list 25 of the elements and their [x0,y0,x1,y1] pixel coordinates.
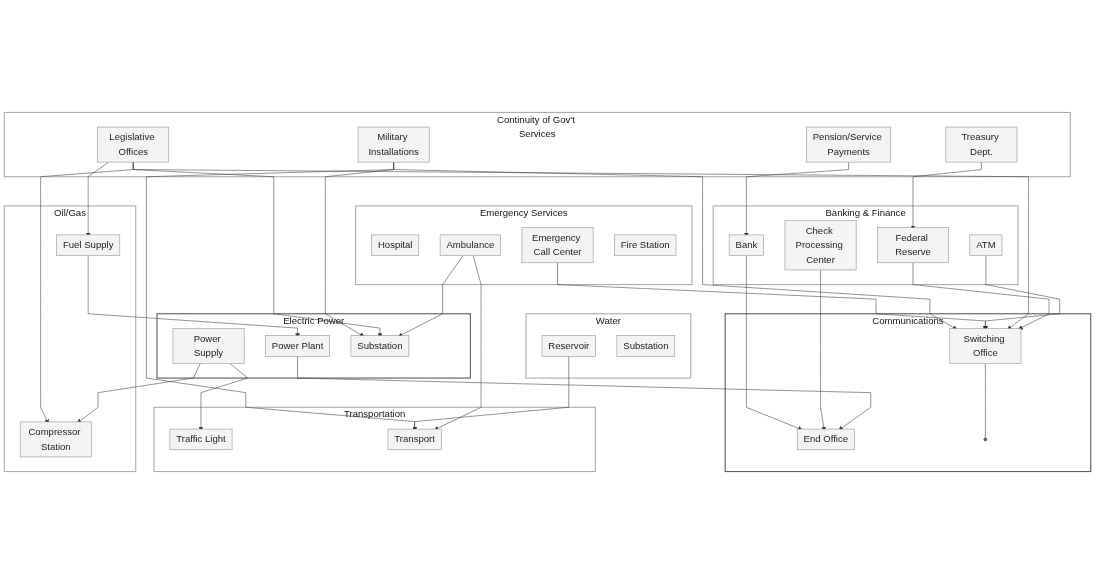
node-box: Treasury Dept. [945,126,1018,163]
node-box: Substation [350,335,410,357]
node-box: Federal Reserve [877,227,949,264]
node-box: Substation [616,335,676,357]
node-box: Pension/Service Payments [806,126,892,163]
node-box: Military Installations [357,126,430,163]
node-box: Fuel Supply [56,234,121,256]
node-box: Reservoir [541,335,596,357]
node-box: End Office [796,428,855,451]
node-box: Fire Station [614,234,677,256]
node-box: Bank [728,234,764,256]
node-box: Ambulance [439,234,501,256]
node-box: Traffic Light [169,428,233,451]
node-box: Transport [387,428,442,451]
node-box: Legislative Offices [97,126,170,163]
node-box: Power Supply [172,328,245,364]
node-box: Switching Office [949,328,1022,364]
node-box: Power Plant [265,335,330,357]
node-box: Check Processing Center [784,220,857,271]
node-box: Hospital [371,234,420,256]
node-box: Emergency Call Center [521,227,594,264]
connector [985,363,986,439]
node-box: Compressor Station [19,421,92,458]
node-circle [983,437,988,442]
node-box: ATM [969,234,1003,256]
